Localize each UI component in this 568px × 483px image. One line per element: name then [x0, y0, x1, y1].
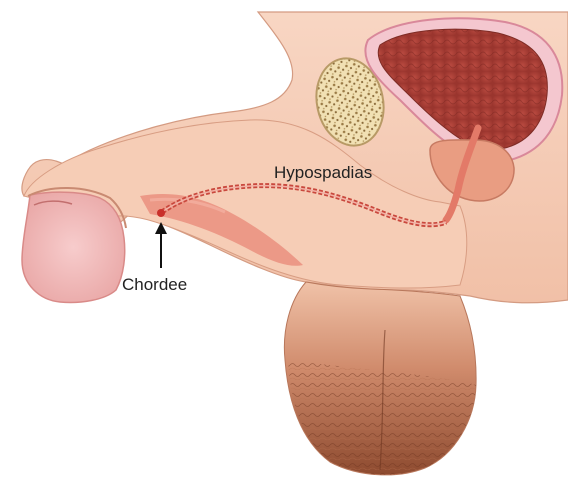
label-hypospadias: Hypospadias — [274, 163, 372, 182]
ectopic-meatus — [157, 209, 165, 217]
glans — [22, 192, 125, 302]
label-chordee: Chordee — [122, 275, 187, 294]
